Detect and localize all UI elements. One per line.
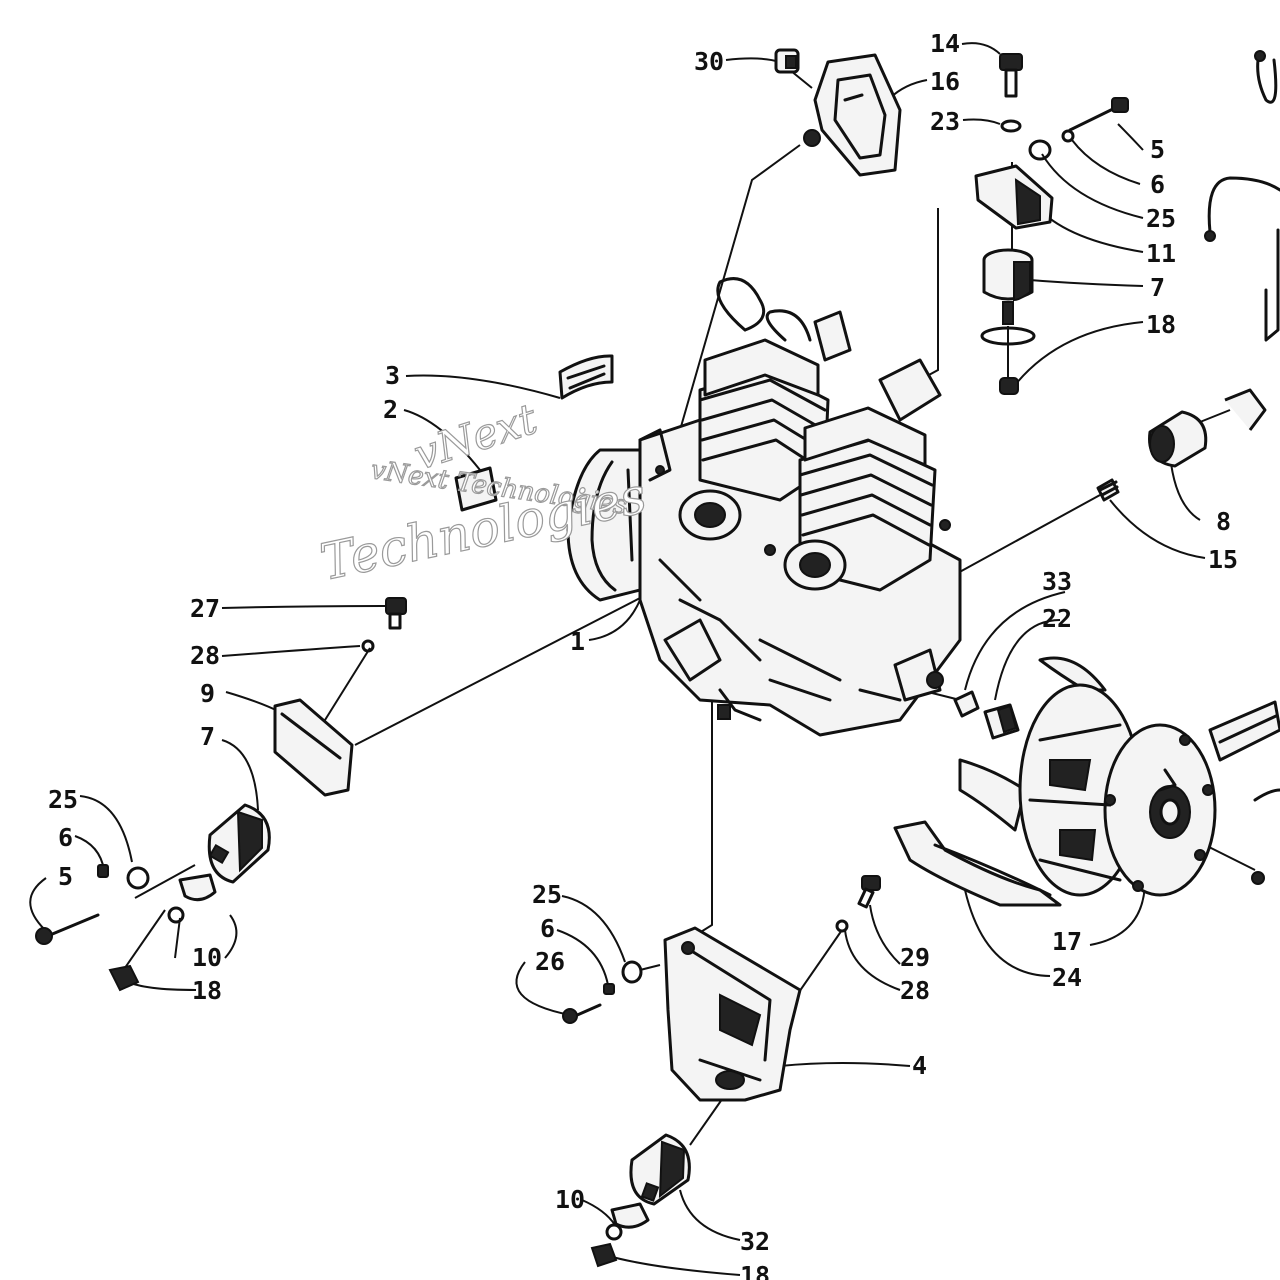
callout-24: 24 — [1052, 963, 1082, 992]
lock-washer-part-6-left — [97, 864, 109, 878]
callout-3: 3 — [385, 361, 400, 390]
callout-6-top: 6 — [1150, 170, 1165, 199]
callout-17: 17 — [1052, 927, 1082, 956]
callout-27: 27 — [190, 594, 220, 623]
washer-part-25-top — [1028, 139, 1052, 161]
mount-bracket-part-4 — [663, 926, 802, 1102]
bolt-part-29 — [857, 875, 881, 909]
bolt-part-14 — [999, 53, 1023, 98]
callout-numbers: 30 16 14 23 5 6 25 11 7 18 3 2 8 15 33 2… — [48, 29, 1238, 1280]
callout-28-left: 28 — [190, 641, 220, 670]
wiring-harness — [1204, 50, 1280, 342]
plate-part-2 — [454, 466, 498, 512]
nut-part-18-bottom — [590, 1242, 618, 1268]
callout-30: 30 — [694, 47, 724, 76]
callout-26: 26 — [535, 947, 565, 976]
washer-part-18-top — [980, 326, 1036, 346]
spacer-part-22 — [983, 703, 1020, 740]
callout-29: 29 — [900, 943, 930, 972]
callout-16: 16 — [930, 67, 960, 96]
bushing-part-8 — [1148, 388, 1267, 468]
callout-6-bracket: 6 — [540, 914, 555, 943]
bolt-part-26 — [562, 1003, 602, 1024]
cover-plate-part-16 — [803, 53, 902, 177]
callout-5-left: 5 — [58, 862, 73, 891]
stud-part-15 — [1096, 478, 1120, 502]
washer-part-18-left-small — [167, 906, 185, 924]
callout-6-left: 6 — [58, 823, 73, 852]
drive-belt-part-24 — [893, 700, 1280, 907]
callout-5-top: 5 — [1150, 135, 1165, 164]
bolt-part-5-top — [1068, 97, 1129, 132]
callout-10-left: 10 — [192, 943, 222, 972]
callout-1: 1 — [570, 627, 585, 656]
callout-25-top: 25 — [1146, 204, 1176, 233]
mount-plate-part-9 — [273, 698, 354, 797]
lock-washer-part-6-top — [1061, 129, 1075, 143]
lock-washer-part-28-bracket — [835, 919, 849, 933]
callout-7-top: 7 — [1150, 273, 1165, 302]
lock-washer-part-6-bracket — [603, 983, 615, 995]
callout-11: 11 — [1146, 239, 1176, 268]
callout-23: 23 — [930, 107, 960, 136]
clip-part-30 — [774, 48, 800, 74]
bolt-part-27 — [385, 597, 407, 630]
callout-15: 15 — [1208, 545, 1238, 574]
callout-22: 22 — [1042, 604, 1072, 633]
callout-10-bottom: 10 — [555, 1185, 585, 1214]
washer-part-18-bottom-small — [605, 1223, 623, 1241]
washer-part-25-bracket — [621, 960, 643, 984]
callout-33: 33 — [1042, 567, 1072, 596]
washer-part-25-left — [126, 866, 150, 890]
callout-7-left: 7 — [200, 722, 215, 751]
washer-part-10-left — [178, 873, 217, 902]
callout-32: 32 — [740, 1227, 770, 1256]
callout-2: 2 — [383, 395, 398, 424]
washer-part-23 — [1000, 119, 1022, 133]
callout-18-left: 18 — [192, 976, 222, 1005]
rubber-mount-part-7-left — [207, 803, 271, 884]
drive-clutch-part-17 — [958, 656, 1217, 897]
callout-9: 9 — [200, 679, 215, 708]
nut-part-18-top — [999, 377, 1019, 395]
nut-part-18-left — [108, 964, 140, 992]
callout-25-left: 25 — [48, 785, 78, 814]
engine-block-part-1 — [566, 277, 962, 737]
callout-8: 8 — [1216, 507, 1231, 536]
callout-28-bracket: 28 — [900, 976, 930, 1005]
callout-18-top: 18 — [1146, 310, 1176, 339]
callout-25-bracket: 25 — [532, 880, 562, 909]
mount-bracket-part-11 — [974, 164, 1054, 230]
spacer-part-33 — [953, 690, 980, 718]
heat-shield-part-3 — [558, 354, 614, 400]
rubber-mount-part-7-top — [982, 248, 1034, 325]
lock-washer-part-28-left — [361, 639, 375, 653]
callout-4: 4 — [912, 1051, 927, 1080]
bolt-part-5-left — [35, 913, 100, 945]
washer-part-10-bottom — [610, 1202, 650, 1229]
callout-18-bottom: 18 — [740, 1261, 770, 1280]
callout-14: 14 — [930, 29, 960, 58]
rubber-mount-part-32 — [629, 1133, 691, 1206]
